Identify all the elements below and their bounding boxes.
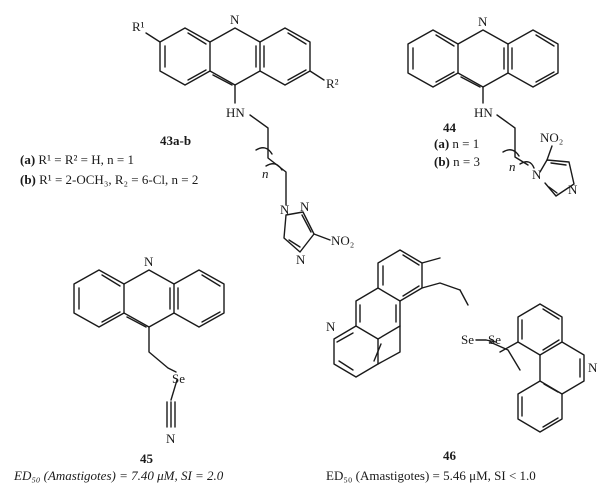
variant-43b: (b) R¹ = 2-OCH₃, R₂ = 6-Cl, n = 2 bbox=[20, 172, 198, 188]
r1-label: R¹ bbox=[132, 19, 145, 34]
imidazole-n1: N bbox=[532, 167, 542, 182]
triazole-n1: N bbox=[280, 202, 290, 217]
variant-text: n = 1 bbox=[452, 136, 480, 151]
triazole-n4: N bbox=[296, 252, 306, 267]
cyano-nitrogen: N bbox=[166, 431, 176, 446]
variant-letter: (a) bbox=[20, 152, 36, 167]
selenium-46-first: Se bbox=[461, 332, 474, 347]
imidazole-n3: N bbox=[568, 182, 578, 197]
selenium-45: Se bbox=[172, 371, 185, 386]
variant-letter: (b) bbox=[20, 172, 36, 187]
compound-label-46: 46 bbox=[443, 448, 456, 463]
variant-text: R¹ = R² = H, n = 1 bbox=[38, 152, 134, 167]
variant-44a: (a) n = 1 bbox=[434, 136, 479, 152]
structure-43 bbox=[145, 27, 331, 253]
variant-letter: (a) bbox=[434, 136, 450, 151]
structure-44 bbox=[407, 29, 575, 197]
variant-text: n = 3 bbox=[453, 154, 480, 169]
variant-44b: (b) n = 3 bbox=[434, 154, 480, 170]
ring-nitrogen-46-left: N bbox=[326, 319, 336, 334]
variant-letter: (b) bbox=[434, 154, 450, 169]
ring-nitrogen-46-right: N bbox=[588, 360, 598, 375]
activity-46: ED₅₀ (Amastigotes) = 5.46 μM, SI < 1.0 bbox=[326, 468, 536, 483]
ring-nitrogen-44: N bbox=[478, 14, 488, 29]
amine-44: HN bbox=[474, 105, 493, 120]
compound-label-43: 43a-b bbox=[160, 133, 192, 148]
nitro-44: NO₂ bbox=[540, 130, 563, 145]
triazole-n2: N bbox=[300, 199, 310, 214]
selenium-46-second: Se bbox=[488, 332, 501, 347]
nitro-43: NO₂ bbox=[331, 233, 354, 248]
amine-43: HN bbox=[226, 105, 245, 120]
compound-label-45: 45 bbox=[140, 451, 153, 466]
ring-nitrogen-43: N bbox=[230, 12, 240, 27]
activity-45: ED₅₀ (Amastigotes) = 7.40 μM, SI = 2.0 bbox=[14, 468, 224, 483]
ring-nitrogen-45: N bbox=[144, 254, 154, 269]
compound-label-44: 44 bbox=[443, 120, 456, 135]
variant-43a: (a) R¹ = R² = H, n = 1 bbox=[20, 152, 134, 168]
repeat-n-44: n bbox=[509, 159, 516, 174]
r2-label: R² bbox=[326, 76, 339, 91]
repeat-n-43: n bbox=[262, 166, 269, 181]
structure-45 bbox=[73, 269, 225, 428]
structure-46 bbox=[333, 249, 585, 433]
variant-text: R¹ = 2-OCH₃, R₂ = 6-Cl, n = 2 bbox=[39, 172, 199, 187]
